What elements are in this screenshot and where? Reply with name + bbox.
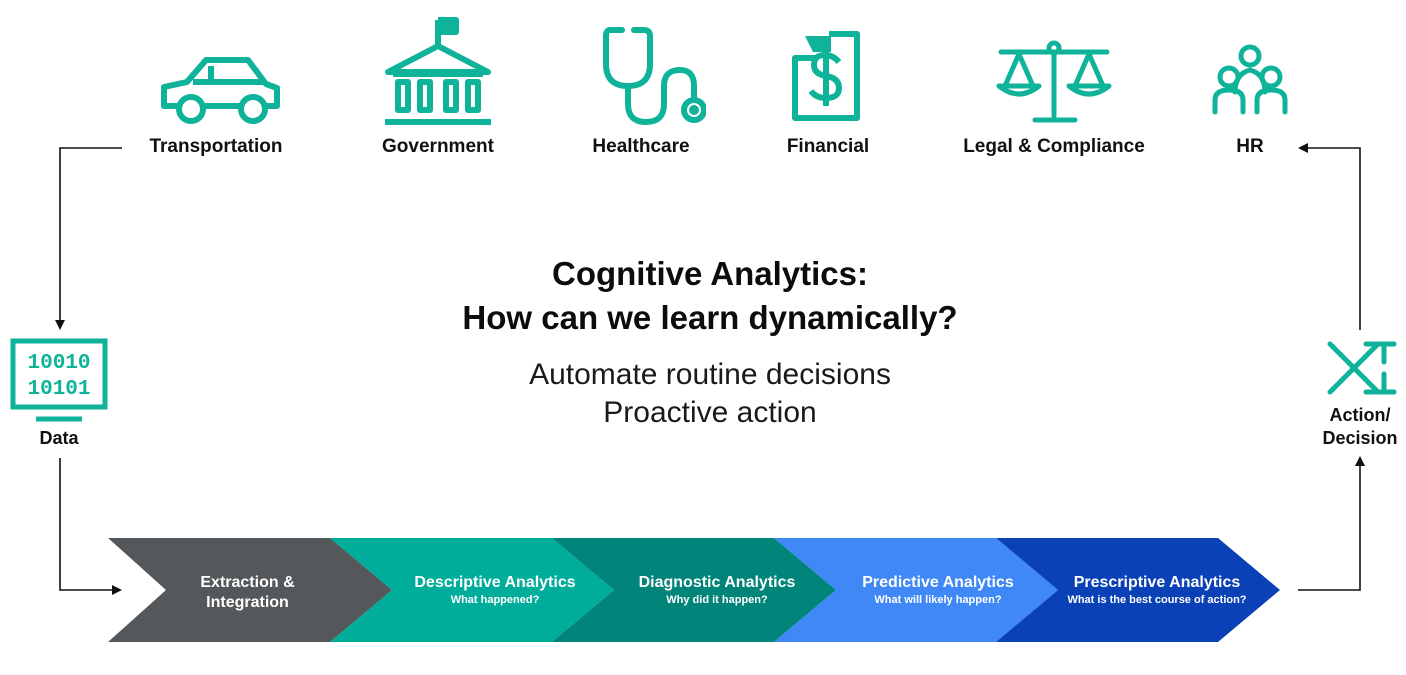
chevron-extraction <box>108 538 392 642</box>
action-label-line-1: Action/ <box>1329 405 1391 425</box>
stage-subtitle: Why did it happen? <box>666 594 768 606</box>
industry-healthcare: Healthcare <box>541 12 741 158</box>
scales-icon <box>996 40 1112 123</box>
chevron-predictive <box>774 538 1058 642</box>
stage-subtitle: What happened? <box>450 594 540 606</box>
title-line-1: Cognitive Analytics: <box>552 255 868 292</box>
subtitle-line-1: Automate routine decisions <box>529 358 891 391</box>
binary-line-1: 10010 <box>27 352 90 375</box>
title-line-2: How can we learn dynamically? <box>462 299 958 336</box>
dollar-document-icon <box>792 31 860 121</box>
stage-subtitle: What will likely happen? <box>874 594 1002 606</box>
stage-title-line-2: Integration <box>206 594 289 611</box>
chevron-descriptive <box>330 538 614 642</box>
industry-hr: HR <box>1150 12 1350 158</box>
industry-label: Healthcare <box>592 136 690 157</box>
government-building-icon <box>385 17 491 125</box>
industry-label: HR <box>1236 136 1264 157</box>
binary-monitor-icon: 10010 10101 <box>10 338 108 422</box>
industry-government: Government <box>338 12 538 158</box>
stage-prescriptive: Prescriptive Analytics What is the best … <box>1052 573 1262 607</box>
stage-subtitle: What is the best course of action? <box>1067 594 1247 606</box>
stage-descriptive: Descriptive Analytics What happened? <box>395 573 595 607</box>
arrow-action-to-hr <box>1298 143 1361 330</box>
chevron-diagnostic <box>552 538 836 642</box>
arrow-transportation-to-data <box>55 147 122 330</box>
action-label-line-2: Decision <box>1322 428 1398 448</box>
arrow-pipeline-to-action <box>1298 456 1365 591</box>
stage-title: Predictive Analytics <box>862 574 1014 591</box>
industry-label: Transportation <box>149 136 283 157</box>
shuffle-arrows-icon <box>1327 341 1397 395</box>
data-label: Data <box>39 428 79 448</box>
car-icon <box>161 57 280 124</box>
stage-title: Diagnostic Analytics <box>638 574 796 591</box>
stage-predictive: Predictive Analytics What will likely ha… <box>838 573 1038 607</box>
action-decision-label: Action/ Decision <box>1310 404 1406 450</box>
industry-label: Legal & Compliance <box>963 136 1145 157</box>
industry-label: Financial <box>786 136 870 157</box>
stage-diagnostic: Diagnostic Analytics Why did it happen? <box>617 573 817 607</box>
binary-line-2: 10101 <box>27 378 90 401</box>
industry-legal-compliance: Legal & Compliance <box>954 12 1154 158</box>
chevron-prescriptive <box>996 538 1280 642</box>
people-icon <box>1212 44 1288 115</box>
stage-title: Extraction & <box>200 574 295 591</box>
stage-title: Prescriptive Analytics <box>1073 574 1241 591</box>
stage-extraction-integration: Extraction & Integration <box>165 573 330 613</box>
subtitle-line-2: Proactive action <box>603 396 817 429</box>
industry-financial: Financial <box>728 12 928 158</box>
stethoscope-icon <box>603 27 706 125</box>
arrow-data-to-pipeline <box>59 458 122 595</box>
stage-title: Descriptive Analytics <box>414 574 576 591</box>
center-heading: Cognitive Analytics: How can we learn dy… <box>350 252 1070 432</box>
industry-transportation: Transportation <box>116 12 316 158</box>
industry-label: Government <box>382 136 494 157</box>
